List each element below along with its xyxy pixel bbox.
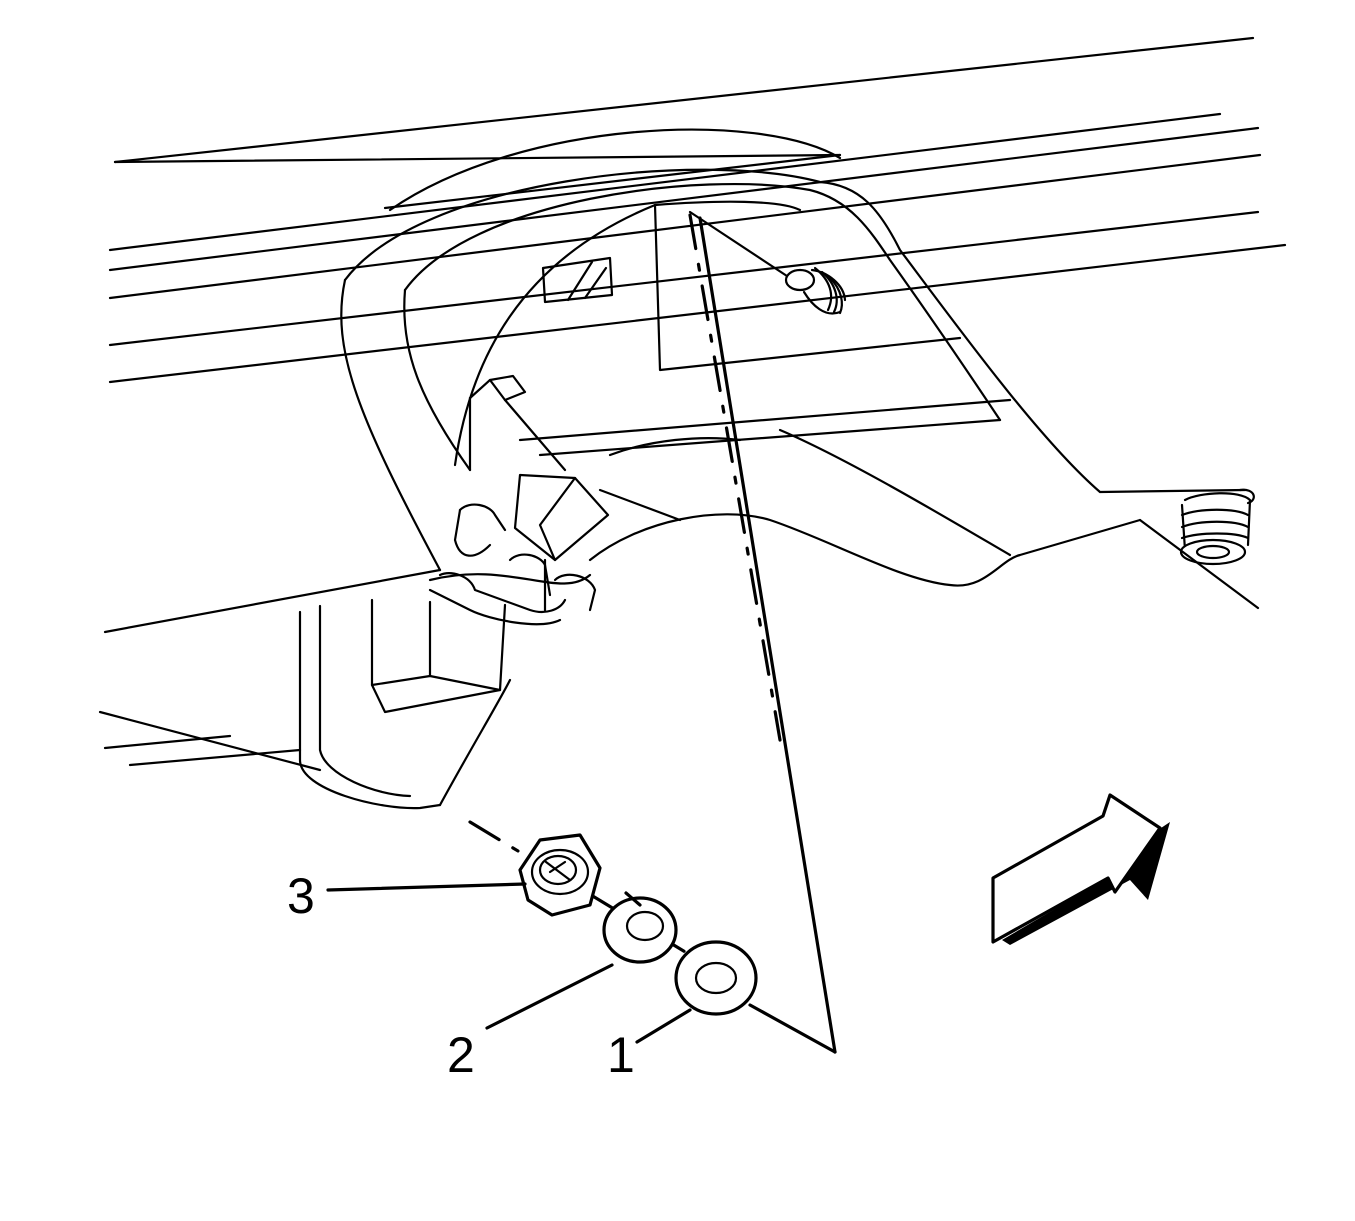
hex-nut bbox=[518, 833, 602, 917]
threaded-stud-upper bbox=[688, 210, 847, 315]
front-direction-arrow-icon bbox=[991, 793, 1170, 945]
lock-washer bbox=[602, 891, 678, 964]
shock-lower-mount bbox=[298, 598, 512, 810]
callout-3: 3 bbox=[287, 868, 315, 924]
brake-line-clip bbox=[428, 374, 610, 626]
bracket-slot bbox=[541, 256, 614, 304]
callout-2: 2 bbox=[447, 1027, 475, 1083]
mount-bracket bbox=[340, 128, 1247, 572]
threaded-stud-right bbox=[1138, 488, 1260, 610]
frame-rails bbox=[108, 36, 1287, 384]
flat-washer bbox=[674, 940, 758, 1016]
assembly-axis-lines bbox=[468, 213, 837, 1054]
callout-leaders bbox=[326, 882, 692, 1044]
lower-housing bbox=[98, 428, 1142, 772]
callout-1: 1 bbox=[607, 1027, 635, 1083]
